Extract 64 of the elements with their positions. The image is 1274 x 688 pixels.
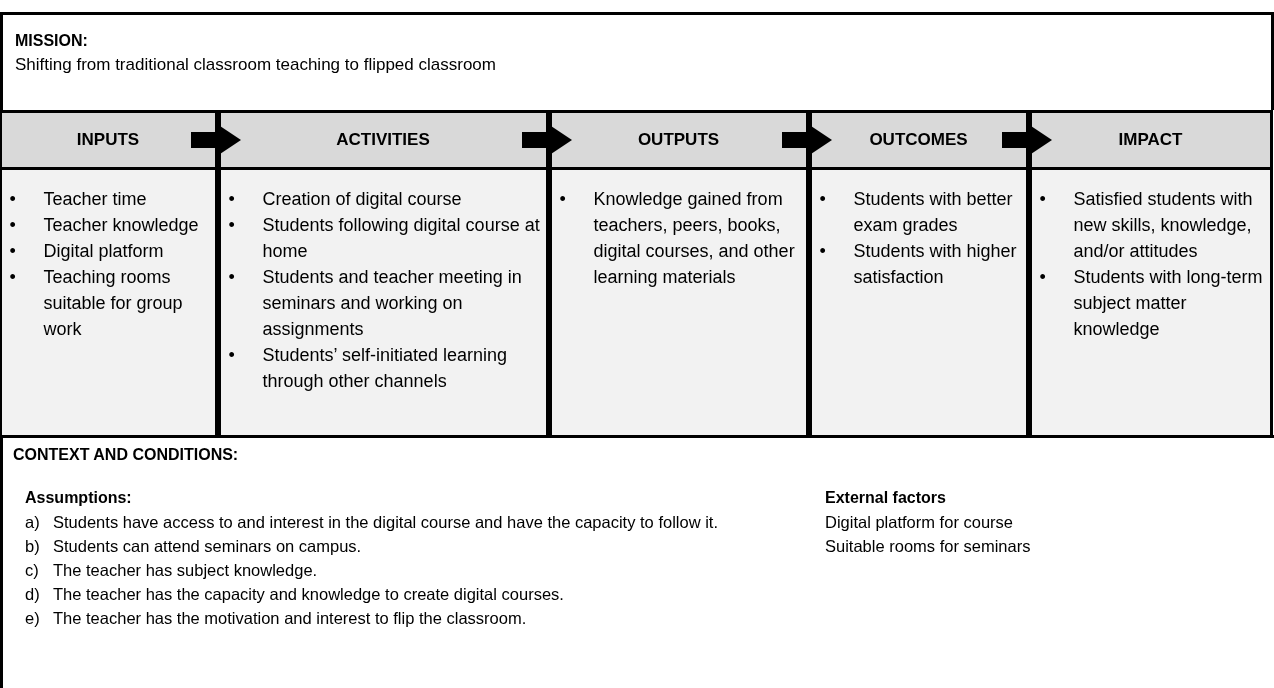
bullet-item: Students with better exam grades: [853, 188, 1014, 237]
context-heading: CONTEXT AND CONDITIONS:: [13, 445, 239, 465]
assumption-item: Students have access to and interest in the digital course and have the capacity to follow it.: [53, 512, 718, 533]
stage-header: [1028, 110, 1273, 170]
assumption-item: The teacher has subject knowledge.: [53, 560, 318, 581]
list-marker: •: [227, 214, 236, 237]
bullet-item: Students and teacher meeting in seminars and working on assignments: [262, 266, 523, 341]
bullet-item: Creation of digital course: [262, 188, 462, 211]
bullet-item: Students with long-term subject matter knowledge: [1073, 266, 1264, 341]
bullet-item: Students’ self-initiated learning through other channels: [262, 344, 508, 393]
stage-title: OUTCOMES: [869, 129, 968, 152]
list-marker: •: [227, 344, 236, 367]
bullet-item: Satisfied students with new skills, knowledge, and/or attitudes: [1073, 188, 1254, 263]
list-marker: b): [25, 536, 41, 557]
stage-title: IMPACT: [1118, 129, 1183, 152]
list-marker: •: [1038, 266, 1047, 289]
list-marker: •: [227, 266, 236, 289]
list-marker: d): [25, 584, 41, 605]
block-arrow: [191, 124, 241, 156]
stage-cell: [548, 170, 809, 435]
external-factors-heading: External factors: [825, 488, 946, 508]
mission-heading: MISSION:: [15, 31, 88, 51]
block-arrow: [1002, 124, 1052, 156]
bullet-item: Teacher knowledge: [43, 214, 199, 237]
mission-box: [0, 12, 1274, 110]
list-marker: •: [8, 240, 17, 263]
list-marker: c): [25, 560, 40, 581]
list-marker: •: [558, 188, 567, 211]
mission-text: Shifting from traditional classroom teaching to flipped classroom: [15, 54, 496, 76]
list-marker: a): [25, 512, 41, 533]
stage-cell: [217, 170, 549, 435]
list-marker: •: [227, 188, 236, 211]
list-marker: •: [818, 188, 827, 211]
stage-cell: [0, 170, 218, 435]
block-arrow: [522, 124, 572, 156]
list-marker: •: [8, 266, 17, 289]
bullet-item: Students following digital course at home: [262, 214, 541, 263]
list-marker: •: [8, 188, 17, 211]
assumptions-heading: Assumptions:: [25, 488, 132, 508]
assumption-item: The teacher has the motivation and interest to flip the classroom.: [53, 608, 527, 629]
bullet-item: Teacher time: [43, 188, 147, 211]
bullet-item: Students with higher satisfaction: [853, 240, 1018, 289]
stage-header: [548, 110, 809, 170]
stage-header: [808, 110, 1029, 170]
stage-title: ACTIVITIES: [336, 129, 430, 152]
bullet-item: Teaching rooms suitable for group work: [43, 266, 184, 341]
context-panel: [0, 435, 1274, 688]
stage-title: OUTPUTS: [637, 129, 720, 152]
list-marker: e): [25, 608, 41, 629]
stage-header: [0, 110, 218, 170]
stage-cell: [1028, 170, 1273, 435]
stage-title: INPUTS: [76, 129, 140, 152]
external-factor: Suitable rooms for seminars: [825, 536, 1031, 557]
list-marker: •: [818, 240, 827, 263]
stage-header: [217, 110, 549, 170]
stage-cell: [808, 170, 1029, 435]
list-marker: •: [1038, 188, 1047, 211]
list-marker: •: [8, 214, 17, 237]
assumption-item: The teacher has the capacity and knowledge to create digital courses.: [53, 584, 564, 605]
bullet-item: Digital platform: [43, 240, 164, 263]
external-factor: Digital platform for course: [825, 512, 1013, 533]
bullet-item: Knowledge gained from teachers, peers, books, digital courses, and other learning materials: [593, 188, 796, 289]
assumption-item: Students can attend seminars on campus.: [53, 536, 362, 557]
block-arrow: [782, 124, 832, 156]
